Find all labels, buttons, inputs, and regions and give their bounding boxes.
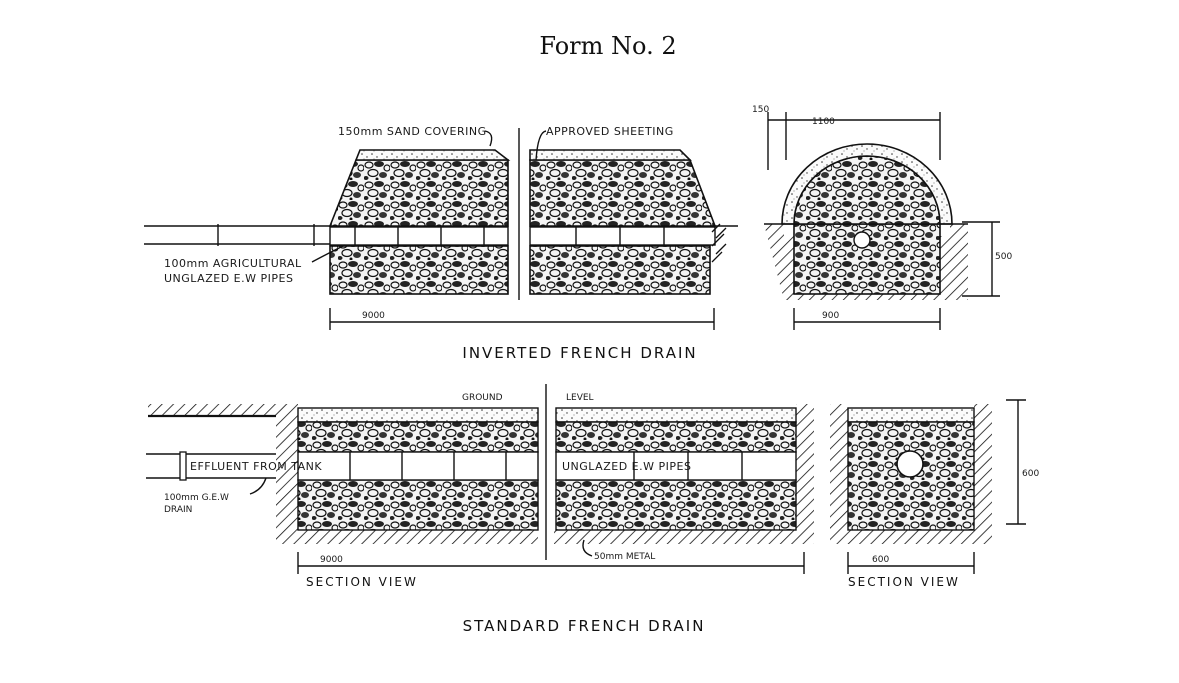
standard-trench-left: [276, 404, 539, 544]
inlet-pipe: [144, 224, 330, 246]
ge-drain-label-1: 100mm G.E.W: [164, 493, 229, 503]
ge-drain-label-2: DRAIN: [164, 505, 192, 515]
metal-label: 50mm METAL: [594, 552, 655, 562]
inverted-length-label: 9000: [362, 311, 385, 321]
ground-label: GROUND: [462, 393, 503, 403]
standard-length-dimension: 9000: [297, 552, 805, 574]
standard-cross-section: 600 600: [830, 399, 1039, 574]
dim-150-label: 150: [752, 105, 769, 115]
dim-600-h-label: 600: [872, 555, 889, 565]
inverted-mound-left: [328, 149, 511, 295]
dim-1100-label: 1100: [812, 117, 835, 127]
effluent-pipe: [146, 451, 298, 481]
level-label: LEVEL: [566, 393, 594, 403]
dim-600-v-label: 600: [1022, 469, 1039, 479]
approved-sheeting-label: APPROVED SHEETING: [546, 125, 674, 138]
inverted-length-dimension: 9000: [329, 308, 715, 330]
form-title: Form No. 2: [539, 32, 676, 60]
inverted-french-drain: 150mm SAND COVERING APPROVED SHEETING 10…: [144, 105, 1012, 362]
standard-caption: STANDARD FRENCH DRAIN: [463, 617, 706, 635]
effluent-label: EFFLUENT FROM TANK: [190, 460, 322, 473]
standard-french-drain: GROUND LEVEL EFFLUENT FROM TANK 100mm G.…: [146, 384, 1039, 635]
section-view-right: SECTION VIEW: [848, 575, 960, 589]
inverted-cross-section: 150 1100 500 900: [752, 105, 1012, 330]
dim-500-label: 500: [995, 252, 1012, 262]
sand-covering-label: 150mm SAND COVERING: [338, 125, 487, 138]
section-view-left: SECTION VIEW: [306, 575, 418, 589]
dim-900-label: 900: [822, 311, 839, 321]
agri-pipes-label-2: UNGLAZED E.W PIPES: [164, 272, 293, 285]
standard-length-label: 9000: [320, 555, 343, 565]
standard-trench-right: [554, 404, 814, 544]
unglazed-label: UNGLAZED E.W PIPES: [562, 460, 691, 473]
agri-pipes-label-1: 100mm AGRICULTURAL: [164, 257, 302, 270]
inverted-caption: INVERTED FRENCH DRAIN: [462, 344, 697, 362]
inverted-mound-right: [529, 149, 738, 295]
